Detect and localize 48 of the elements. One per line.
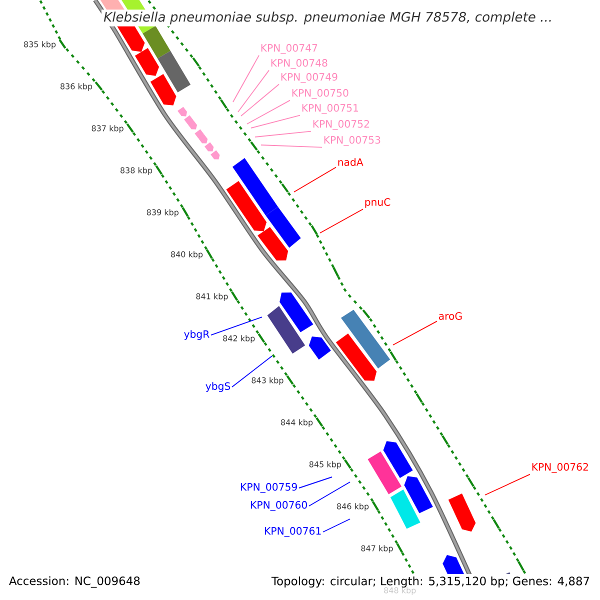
scale-label: 840 kbp	[171, 251, 203, 259]
gene-label: KPN_00752	[313, 120, 369, 130]
gene-label: KPN_00749	[281, 73, 338, 83]
leader-line	[260, 144, 322, 148]
gene-label: ybgR	[184, 330, 210, 340]
gene-label: KPN_00759	[241, 483, 297, 493]
gene-label: KPN_00751	[302, 104, 358, 114]
scale-label: 844 kbp	[281, 419, 313, 427]
gene-label: KPN_00747	[261, 44, 318, 54]
leader-line	[254, 130, 312, 138]
scale-label: 839 kbp	[146, 209, 179, 217]
leader-line	[240, 84, 280, 116]
scale-label: 841 kbp	[196, 293, 228, 301]
leader-line	[232, 356, 272, 388]
gene-label: aroG	[438, 312, 462, 320]
gene-label: KPN_00750	[292, 89, 348, 99]
gene-label: ybgS	[206, 382, 230, 392]
gene-label: KPN_00761	[265, 527, 321, 537]
gene-label: KPN_00748	[271, 59, 328, 69]
gene-label: KPN_00760	[251, 501, 307, 511]
leader-line	[322, 518, 350, 532]
leader-line	[298, 476, 332, 488]
leader-line	[320, 208, 364, 234]
leader-line	[210, 316, 262, 336]
title: Klebsiella pneumoniae subsp. pneumoniae MGH 78578, complete ...	[102, 10, 554, 26]
gene-label: nadA	[338, 158, 364, 166]
leader-line	[294, 166, 336, 192]
leader-line	[392, 320, 438, 346]
scale-label: 836 kbp	[60, 83, 92, 91]
leader-line	[246, 100, 290, 124]
scale-label: 837 kbp	[92, 125, 124, 133]
gene-label: KPN_00753	[324, 136, 380, 146]
footer-text: Topology: circular; Length: 5,315,120 bp; Genes: 4,887	[271, 576, 590, 588]
leader-line	[308, 482, 350, 506]
leader-line	[250, 114, 300, 128]
leader-line	[484, 474, 530, 496]
scale-label: 835 kbp	[24, 41, 56, 49]
scale-label: 838 kbp	[120, 167, 152, 175]
gene-label: KPN_00762	[532, 463, 588, 473]
scale-label: 847 kbp	[361, 545, 393, 553]
scale-label: 846 kbp	[337, 503, 369, 511]
footer-text: Accession: NC_009648	[9, 576, 140, 588]
scale-label: 843 kbp	[252, 377, 284, 385]
leader-line	[232, 54, 260, 102]
scale-label: 842 kbp	[223, 335, 255, 343]
scale-label: 845 kbp	[309, 461, 342, 469]
leader-line	[238, 70, 270, 112]
gene-label: pnuC	[365, 198, 390, 208]
